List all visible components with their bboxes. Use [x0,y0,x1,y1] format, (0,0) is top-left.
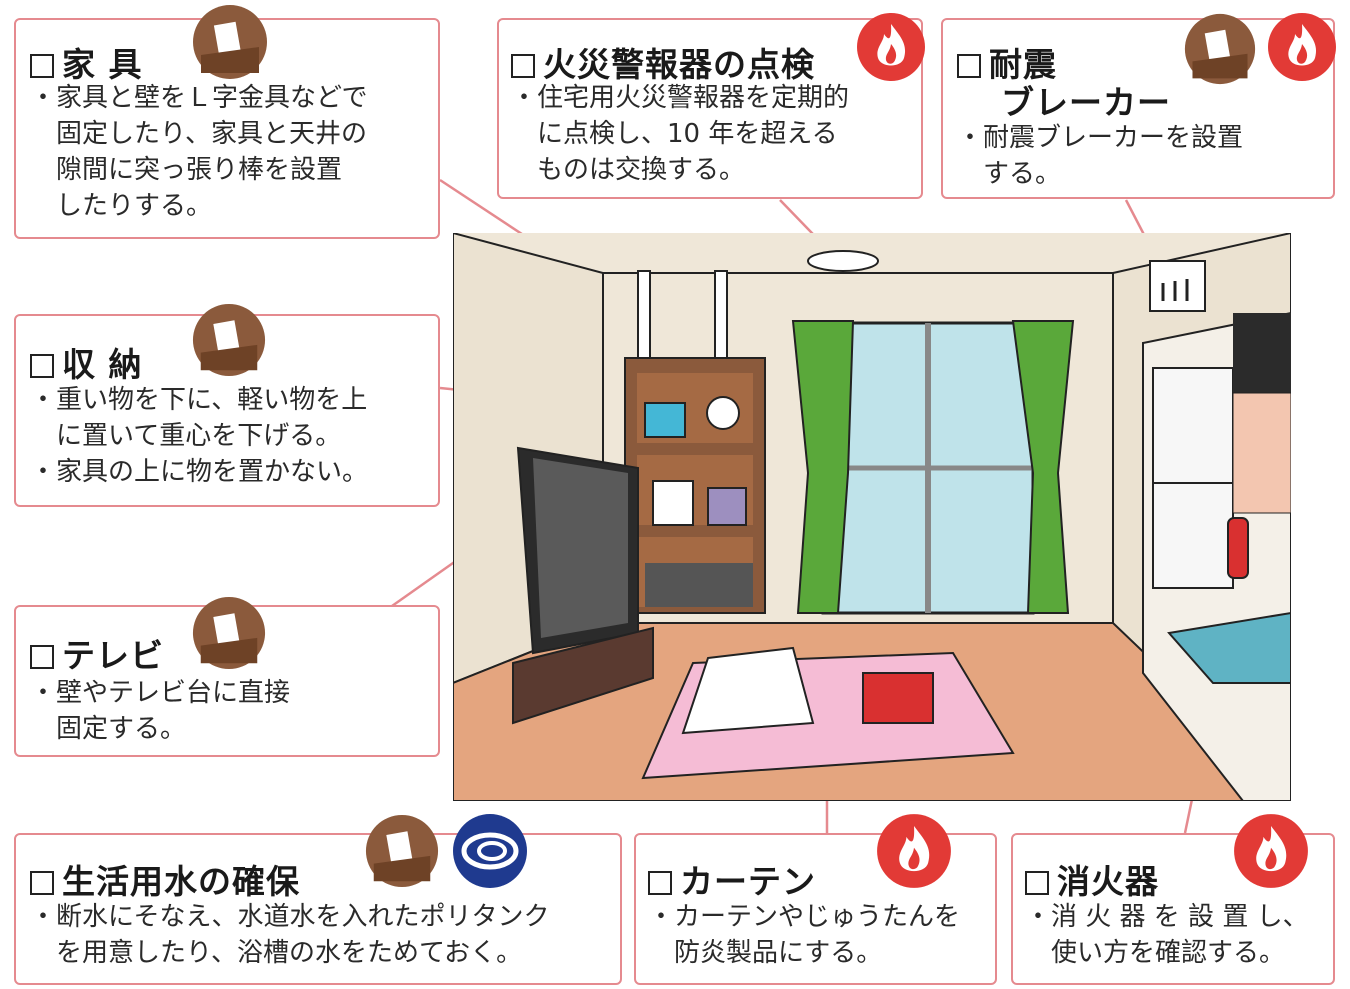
earthquake-icon [192,596,266,670]
card-body: ・家具と壁をＬ字金具などで 固定したり、家具と天井の 隙間に突っ張り棒を設置 し… [30,83,368,221]
cushion [862,672,934,724]
checkbox[interactable] [957,54,981,78]
checkbox[interactable] [30,871,54,895]
low-table [681,646,815,735]
card-title: テレビ [30,629,164,677]
card-furniture: 家 具 ・家具と壁をＬ字金具などで 固定したり、家具と天井の 隙間に突っ張り棒を… [14,5,440,239]
checkbox[interactable] [30,645,54,669]
card-title: カーテン [648,855,816,903]
fire-icon [877,814,951,888]
checkbox[interactable] [648,871,672,895]
earthquake-icon [192,303,266,377]
card-title: 家 具 [30,38,143,86]
fire-icon [1234,814,1308,888]
earthquake-icon [365,814,439,888]
card-body: ・消 火 器 を 設 置 し、 使い方を確認する。 [1025,902,1309,968]
card-title: 収 納 [30,338,143,386]
fire-icon [857,13,925,81]
card-curtain: カーテン ・カーテンやじゅうたんを 防炎製品にする。 [634,814,997,985]
card-storage: 収 納 ・重い物を下に、軽い物を上 に置いて重心を下げる。 ・家具の上に物を置か… [14,303,440,507]
curtain-left [791,320,855,614]
card-body: ・カーテンやじゅうたんを 防炎製品にする。 [648,902,961,968]
card-title: 消火器 [1025,855,1159,903]
checkbox[interactable] [30,354,54,378]
earthquake-icon [1184,13,1256,85]
card-body: ・耐震ブレーカーを設置 する。 [957,123,1244,189]
card-earthquake-breaker: 耐震 ブレーカー ・耐震ブレーカーを設置 する。 [941,13,1336,199]
water-icon [453,814,527,888]
checkbox[interactable] [511,54,535,78]
checkbox[interactable] [1025,871,1049,895]
curtain-right [1011,320,1075,614]
card-title: 耐震 [957,38,1057,86]
smoke-alarm [807,250,879,272]
card-body: ・壁やテレビ台に直接 固定する。 [30,678,291,744]
card-title-line2: ブレーカー [1001,83,1171,122]
card-water-supply: 生活用水の確保 ・断水にそなえ、水道水を入れたポリタンク を用意したり、浴槽の水… [14,814,622,985]
card-tv: テレビ ・壁やテレビ台に直接 固定する。 [14,596,440,757]
fire-extinguisher [1227,517,1249,579]
earthquake-icon [193,5,267,79]
card-fire-alarm: 火災警報器の点検 ・住宅用火災警報器を定期的 に点検し、10 年を超える ものは… [497,13,925,199]
tv-stand [512,626,654,725]
fire-icon [1268,13,1336,81]
room-illustration [453,233,1291,801]
card-title: 生活用水の確保 [30,855,300,903]
card-title: 火災警報器の点検 [511,38,815,86]
card-body: ・住宅用火災警報器を定期的 に点検し、10 年を超える ものは交換する。 [511,83,850,185]
breaker-box [1149,260,1206,312]
refrigerator [1152,367,1234,589]
card-body: ・重い物を下に、軽い物を上 に置いて重心を下げる。 ・家具の上に物を置かない。 [30,385,369,487]
checkbox[interactable] [30,54,54,78]
card-body: ・断水にそなえ、水道水を入れたポリタンク を用意したり、浴槽の水をためておく。 [30,902,550,968]
card-extinguisher: 消火器 ・消 火 器 を 設 置 し、 使い方を確認する。 [1011,814,1335,985]
kitchen-mat [1167,611,1291,684]
